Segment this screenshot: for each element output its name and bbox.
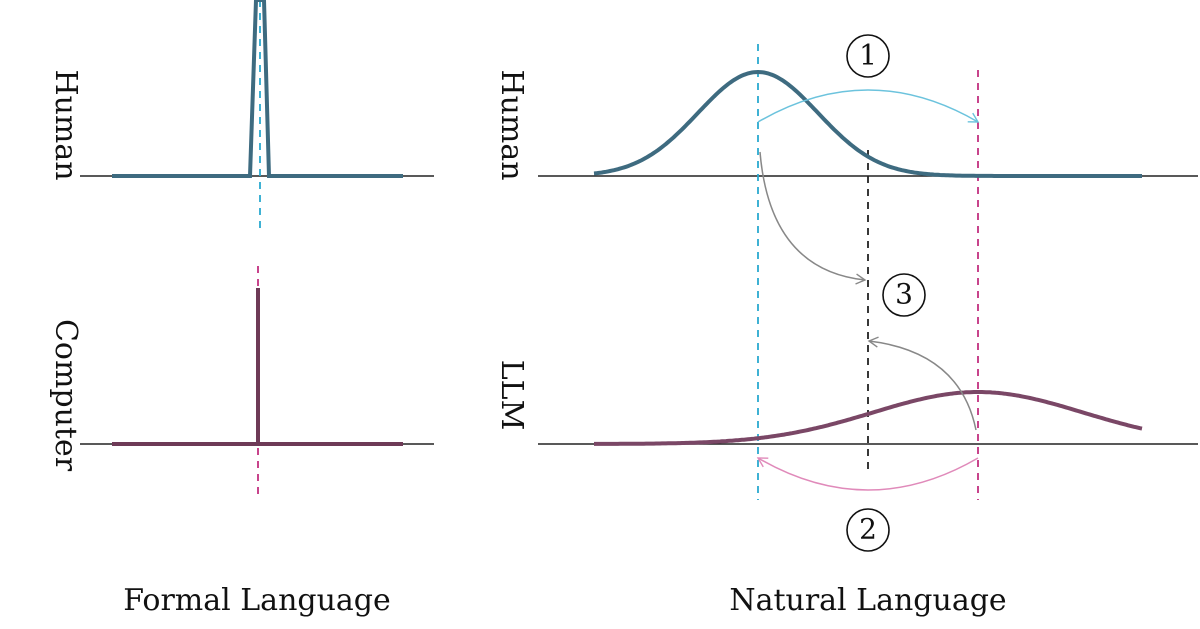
natural-language-title: Natural Language [729, 583, 1006, 618]
formal-language-title: Formal Language [123, 583, 391, 618]
natural-language-panel: Human LLM 1 3 2 Natural Language [494, 34, 1198, 618]
svg-text:3: 3 [895, 278, 913, 311]
formal-top-row-label: Human [48, 69, 83, 180]
llm-natural-curve [594, 390, 1143, 446]
natural-bottom-row-label: LLM [494, 360, 529, 431]
formal-bottom-row-label: Computer [48, 319, 83, 472]
arrow-2 [756, 457, 979, 491]
arrow-1 [757, 89, 980, 123]
formal-language-panel: Human Computer Formal Language [48, 0, 434, 618]
formal-human-spike [112, 0, 403, 178]
arrow-3-from-human [759, 151, 867, 285]
human-natural-curve [593, 69, 1142, 178]
marker-3: 3 [882, 273, 926, 317]
natural-top-row-label: Human [494, 69, 529, 180]
marker-2: 2 [846, 508, 890, 552]
svg-text:2: 2 [859, 513, 877, 546]
arrow-3-from-llm [867, 336, 977, 431]
formal-computer-spike [112, 288, 403, 446]
svg-text:1: 1 [859, 39, 877, 72]
marker-1: 1 [846, 34, 890, 78]
